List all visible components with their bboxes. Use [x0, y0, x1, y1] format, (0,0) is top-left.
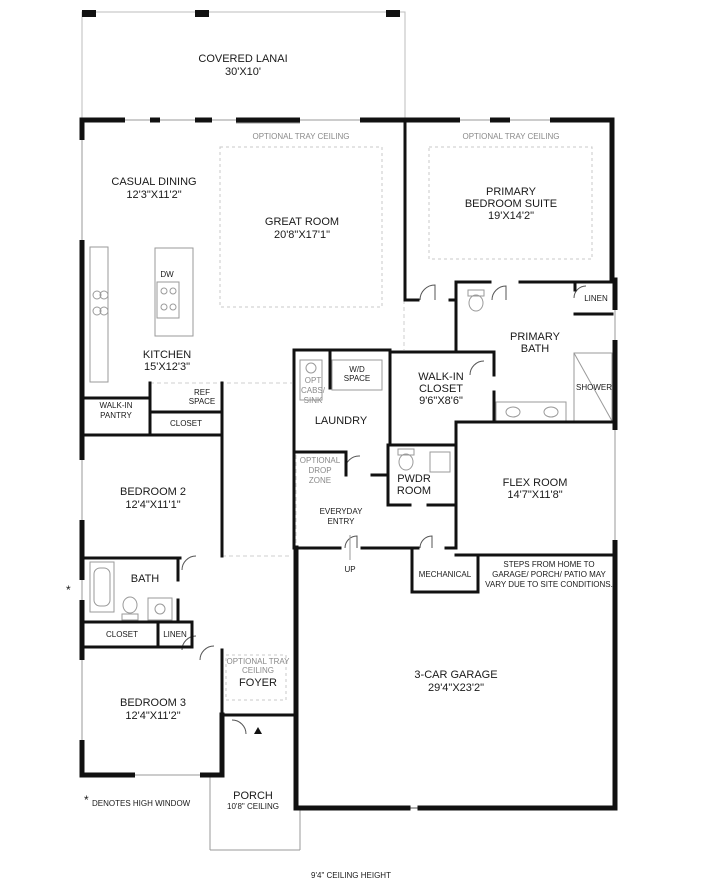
covered-lanai-name: COVERED LANAI — [198, 53, 287, 65]
walkin-pantry-name-2: PANTRY — [100, 411, 132, 420]
wd-space-name-2: SPACE — [344, 374, 371, 383]
room-labels: COVERED LANAI 30'X10' CASUAL DINING 12'3… — [111, 53, 567, 802]
thin-lines — [209, 535, 351, 851]
foyer-note-2: CEILING — [242, 666, 274, 675]
opt-cabs-3: SINK — [304, 396, 323, 405]
soft-boundaries — [150, 300, 405, 557]
great-room-name: GREAT ROOM — [265, 216, 339, 228]
laundry-name: LAUNDRY — [315, 415, 368, 427]
foyer-note-1: OPTIONAL TRAY — [227, 657, 291, 666]
primary-suite-name-1: PRIMARY — [486, 186, 537, 198]
primary-suite-dim: 19'X14'2" — [488, 210, 534, 222]
high-window-note: DENOTES HIGH WINDOW — [92, 799, 191, 808]
dw-label: DW — [160, 270, 174, 279]
steps-note-1: STEPS FROM HOME TO — [503, 560, 594, 569]
flex-name: FLEX ROOM — [503, 477, 568, 489]
up-label: UP — [344, 565, 355, 574]
primary-bath-name-2: BATH — [521, 343, 550, 355]
great-room-dim: 20'8"X17'1" — [274, 229, 330, 241]
fixtures — [89, 122, 613, 621]
garage-name: 3-CAR GARAGE — [414, 669, 497, 681]
ref-space-name-1: REF — [194, 388, 210, 397]
primary-bath-name-1: PRIMARY — [510, 331, 561, 343]
mechanical-name: MECHANICAL — [419, 570, 472, 579]
closet-b-name: CLOSET — [106, 630, 138, 639]
walkin-closet-name-1: WALK-IN — [418, 371, 463, 383]
small-labels: WALK-IN PANTRY REF SPACE CLOSET W/D SPAC… — [99, 270, 612, 880]
tray-ceiling-primary: OPTIONAL TRAY CEILING — [462, 132, 559, 141]
drop-zone-1: OPTIONAL — [300, 456, 341, 465]
wd-space-name-1: W/D — [349, 365, 365, 374]
shower-name: SHOWER — [576, 383, 612, 392]
ref-space-name-2: SPACE — [189, 397, 216, 406]
pwdr-name-1: PWDR — [397, 473, 431, 485]
garage-dim: 29'4"X23'2" — [428, 682, 484, 694]
walkin-closet-name-2: CLOSET — [419, 383, 463, 395]
everyday-entry-2: ENTRY — [328, 517, 356, 526]
gray-labels: OPTIONAL TRAY CEILING OPTIONAL TRAY CEIL… — [227, 132, 560, 675]
bath-name: BATH — [131, 573, 160, 585]
drop-zone-2: DROP — [308, 466, 331, 475]
primary-suite-name-2: BEDROOM SUITE — [465, 198, 557, 210]
covered-lanai-outline — [81, 11, 406, 120]
tray-ceiling-outlines — [219, 146, 593, 701]
drop-zone-3: ZONE — [309, 476, 331, 485]
foyer-name: FOYER — [239, 677, 277, 689]
entry-arrow-icon — [254, 727, 262, 734]
tray-ceiling-great: OPTIONAL TRAY CEILING — [252, 132, 349, 141]
high-window-asterisk: * — [84, 793, 89, 807]
opt-cabs-2: CABS/ — [301, 386, 326, 395]
pwdr-name-2: ROOM — [397, 485, 431, 497]
walkin-closet-dim: 9'6"X8'6" — [419, 395, 463, 407]
bedroom3-dim: 12'4"X11'2" — [125, 710, 180, 722]
closet-a-name: CLOSET — [170, 419, 202, 428]
casual-dining-dim: 12'3"X11'2" — [126, 189, 181, 201]
covered-lanai-dim: 30'X10' — [225, 66, 261, 78]
ceiling-height-note: 9'4" CEILING HEIGHT — [311, 871, 391, 880]
porch-dim: 10'8" CEILING — [227, 802, 279, 811]
opt-cabs-1: OPT — [305, 376, 322, 385]
flex-dim: 14'7"X11'8" — [507, 489, 562, 501]
high-window-asterisk-side: * — [66, 583, 71, 597]
lanai-posts — [82, 10, 400, 17]
everyday-entry-1: EVERYDAY — [320, 507, 363, 516]
kitchen-dim: 15'X12'3" — [144, 361, 190, 373]
bedroom3-name: BEDROOM 3 — [120, 697, 186, 709]
interior-walls — [80, 118, 617, 717]
steps-note-3: VARY DUE TO SITE CONDITIONS. — [485, 580, 613, 589]
walkin-pantry-name-1: WALK-IN — [99, 401, 132, 410]
windows — [79, 117, 618, 778]
steps-note-2: GARAGE/ PORCH/ PATIO MAY — [492, 570, 606, 579]
linen-a-name: LINEN — [584, 294, 608, 303]
linen-b-name: LINEN — [163, 630, 187, 639]
bedroom2-name: BEDROOM 2 — [120, 486, 186, 498]
legend: * * DENOTES HIGH WINDOW — [66, 583, 191, 808]
porch-name: PORCH — [233, 790, 273, 802]
kitchen-name: KITCHEN — [143, 349, 191, 361]
casual-dining-name: CASUAL DINING — [111, 176, 196, 188]
bedroom2-dim: 12'4"X11'1" — [125, 499, 180, 511]
window-lines — [81, 119, 616, 776]
